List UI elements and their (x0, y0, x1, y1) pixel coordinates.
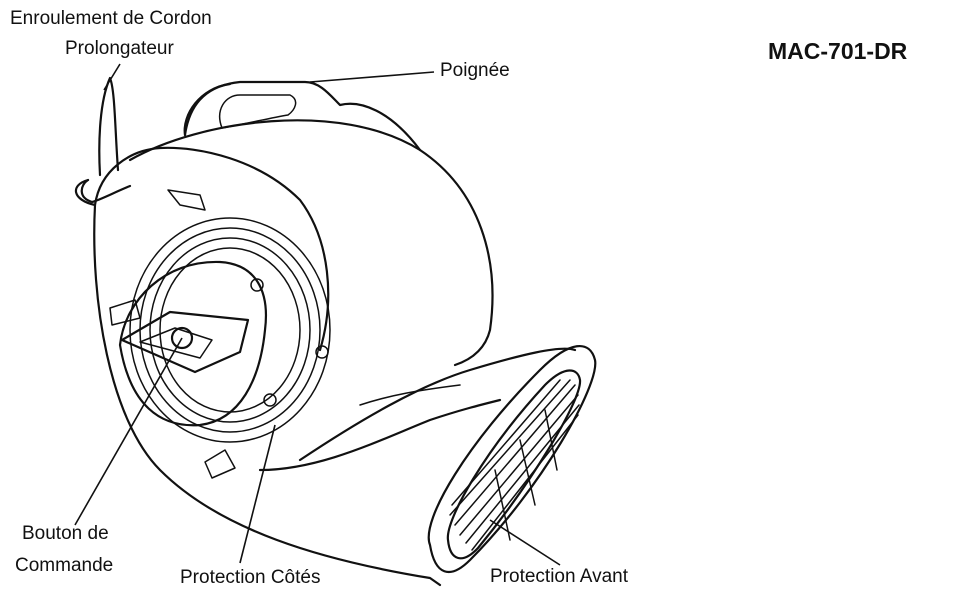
side-guard-ring-1 (139, 227, 321, 433)
mount-tab-left (109, 299, 141, 326)
base-foot (359, 384, 461, 406)
label-control-line2: Commande (15, 555, 114, 576)
handle-grip (219, 94, 297, 129)
label-cord-wrap-line1: Enroulement de Cordon (10, 8, 212, 29)
control-plate (120, 310, 250, 374)
front-grille (449, 379, 580, 551)
label-cord-wrap-line2: Prolongateur (65, 38, 174, 59)
housing-outline (75, 178, 442, 587)
leader-cord-wrap (103, 63, 121, 91)
label-handle: Poignée (440, 60, 510, 81)
cord-wrap-hook (80, 178, 132, 204)
control-knob (170, 326, 194, 350)
leader-handle (309, 71, 435, 83)
leader-front-guard (489, 519, 561, 566)
motor-cap (118, 260, 267, 427)
screw-1 (250, 278, 264, 292)
base-duct (298, 347, 577, 462)
cord-wrap-post (98, 76, 120, 177)
handle-top (183, 82, 232, 137)
control-slot (139, 327, 213, 359)
base-duct-lower (258, 398, 502, 472)
label-control-line1: Bouton de (22, 523, 109, 544)
screw-2 (315, 345, 329, 359)
leader-control (74, 337, 183, 526)
mount-tab-top (167, 189, 206, 211)
label-front-guard: Protection Avant (490, 566, 629, 587)
side-guard-ring-outer (129, 217, 331, 443)
front-body (93, 146, 330, 352)
front-outlet-inner (446, 369, 582, 560)
front-outlet-frame (427, 345, 597, 573)
model-title: MAC-701-DR (768, 38, 908, 64)
label-side-guard: Protection Côtés (180, 567, 321, 588)
side-guard-ring-2 (149, 237, 311, 423)
mount-tab-bottom (204, 449, 236, 479)
leader-side-guard (239, 424, 276, 564)
screw-3 (263, 393, 277, 407)
